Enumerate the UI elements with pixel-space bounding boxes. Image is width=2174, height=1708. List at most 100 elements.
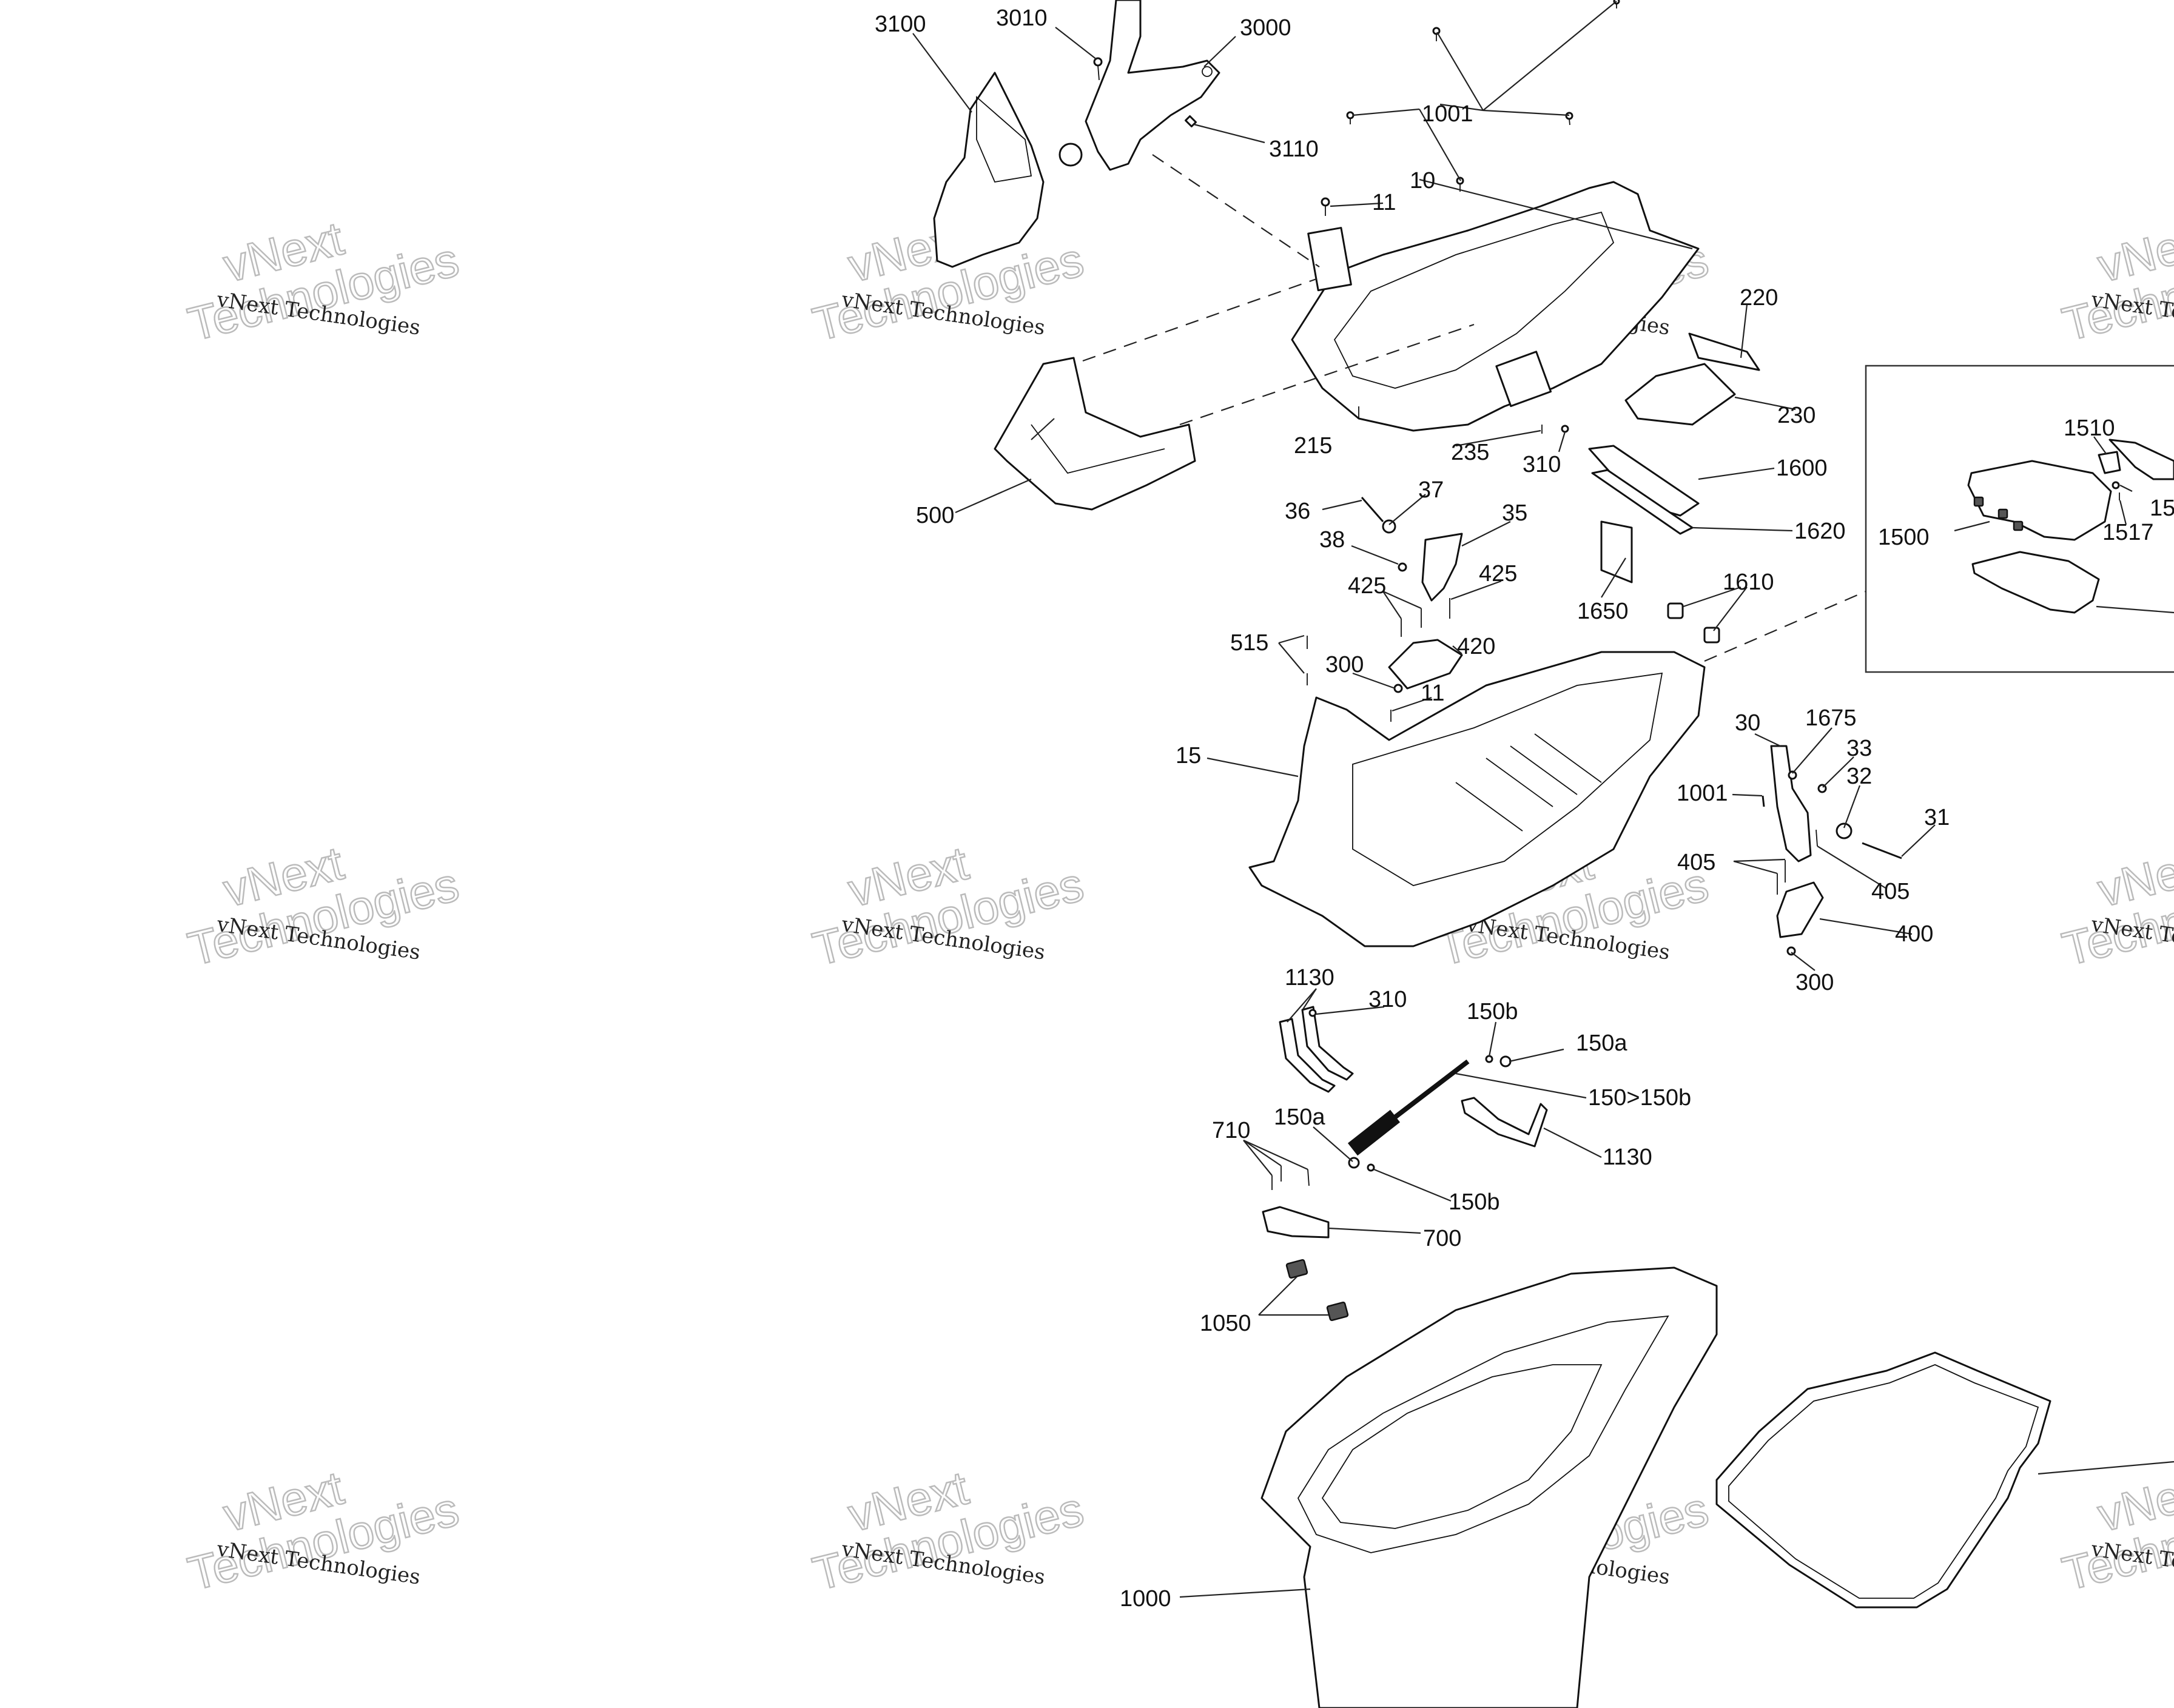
part-36-pin[interactable]: [1361, 497, 1384, 522]
callout-33[interactable]: 33: [1846, 736, 1872, 761]
callout-310-top[interactable]: 310: [1523, 452, 1561, 477]
callout-1001-right[interactable]: 1001: [1677, 781, 1728, 806]
callout-32[interactable]: 32: [1846, 764, 1872, 789]
callout-220[interactable]: 220: [1740, 285, 1778, 311]
callout-515[interactable]: 515: [1230, 630, 1268, 656]
callout-11-top[interactable]: 11: [1372, 190, 1396, 215]
part-3110-pin[interactable]: [1185, 115, 1197, 127]
part-11-screw[interactable]: [1321, 197, 1330, 216]
part-37-spring[interactable]: [1382, 519, 1396, 534]
callout-38[interactable]: 38: [1319, 527, 1345, 553]
callout-400[interactable]: 400: [1895, 921, 1933, 947]
callout-15[interactable]: 15: [1176, 743, 1201, 768]
callout-150a-top[interactable]: 150a: [1576, 1031, 1627, 1056]
callout-150b-top[interactable]: 150b: [1467, 999, 1518, 1024]
part-1675-washer[interactable]: [1788, 770, 1797, 780]
part-38-nut[interactable]: [1398, 562, 1407, 572]
part-1000-gasket[interactable]: [1715, 1351, 2051, 1609]
part-32-spring[interactable]: [1836, 822, 1853, 839]
part-1610-clips[interactable]: [1667, 602, 1720, 644]
part-150b-ring-b[interactable]: [1367, 1163, 1375, 1172]
callout-1130-right[interactable]: 1130: [1603, 1145, 1652, 1170]
part-1001-screws[interactable]: [1346, 0, 1620, 192]
part-1650-filter[interactable]: [1600, 520, 1633, 583]
part-420-latch-housing[interactable]: [1388, 639, 1463, 690]
part-3100-side-panel[interactable]: [933, 72, 1045, 268]
callout-1000[interactable]: 1000: [1120, 1586, 1171, 1612]
callout-405-left[interactable]: 405: [1677, 850, 1715, 875]
callout-1650[interactable]: 1650: [1577, 599, 1629, 624]
callout-425-left[interactable]: 425: [1348, 573, 1386, 599]
callout-230[interactable]: 230: [1777, 403, 1816, 428]
part-1130-strap-b[interactable]: [1301, 1006, 1354, 1081]
callout-3000[interactable]: 3000: [1240, 15, 1291, 41]
callout-1675[interactable]: 1675: [1805, 705, 1857, 731]
callout-1050[interactable]: 1050: [1200, 1311, 1251, 1336]
part-1130-strap-a[interactable]: [1279, 1018, 1336, 1093]
part-150-gas-strut[interactable]: [1347, 1059, 1470, 1156]
part-30-hinge-arm[interactable]: [1770, 745, 1812, 862]
callout-215[interactable]: 215: [1294, 433, 1332, 459]
callout-420[interactable]: 420: [1457, 634, 1495, 659]
part-310-nut-b[interactable]: [1308, 1009, 1317, 1017]
part-3010-screw[interactable]: [1093, 57, 1103, 81]
part-700-bracket[interactable]: [1262, 1206, 1330, 1239]
part-3000-bracket[interactable]: [1085, 0, 1220, 171]
callout-11-mid[interactable]: 11: [1421, 681, 1444, 706]
callout-1600[interactable]: 1600: [1776, 456, 1828, 481]
part-710-screws[interactable]: [1271, 1166, 1310, 1190]
callout-710[interactable]: 710: [1212, 1118, 1250, 1143]
callout-300-right[interactable]: 300: [1795, 970, 1834, 995]
callout-37[interactable]: 37: [1418, 477, 1444, 503]
part-150a-end-a[interactable]: [1499, 1055, 1512, 1068]
callout-15x-clipped[interactable]: 15: [2150, 496, 2174, 521]
part-10-upper-frame[interactable]: [1291, 181, 1700, 432]
part-425-screws[interactable]: [1401, 598, 1450, 637]
part-1130-strap-c[interactable]: [1461, 1097, 1548, 1148]
callout-10[interactable]: 10: [1410, 168, 1435, 193]
callout-310-mid[interactable]: 310: [1368, 987, 1407, 1012]
callout-1001-top[interactable]: 1001: [1422, 101, 1473, 127]
part-1001-screw-b[interactable]: [1762, 795, 1765, 807]
callout-1620[interactable]: 1620: [1794, 519, 1846, 544]
part-220-insert[interactable]: [1688, 332, 1760, 371]
callout-3100[interactable]: 3100: [875, 12, 926, 37]
part-35-latch[interactable]: [1421, 533, 1463, 602]
callout-425-right[interactable]: 425: [1479, 561, 1517, 587]
callout-3010[interactable]: 3010: [996, 5, 1048, 31]
part-1050-clips[interactable]: [1285, 1259, 1349, 1322]
callout-700[interactable]: 700: [1423, 1226, 1461, 1251]
callout-150b-bottom[interactable]: 150b: [1449, 1189, 1500, 1215]
part-31-pin[interactable]: [1862, 842, 1902, 859]
part-1500-seal[interactable]: [1971, 551, 2100, 614]
part-1515-nut[interactable]: [2112, 481, 2120, 489]
callout-235[interactable]: 235: [1451, 440, 1489, 465]
callout-300-top[interactable]: 300: [1325, 652, 1364, 677]
callout-30[interactable]: 30: [1735, 710, 1760, 736]
callout-36[interactable]: 36: [1285, 499, 1310, 524]
callout-1130-top[interactable]: 1130: [1285, 965, 1334, 990]
part-1500-lid[interactable]: [1967, 460, 2112, 541]
part-300-nut[interactable]: [1393, 684, 1403, 693]
callout-31[interactable]: 31: [1924, 805, 1950, 830]
callout-500[interactable]: 500: [916, 503, 954, 528]
part-150b-ring-a[interactable]: [1485, 1055, 1493, 1063]
callout-35[interactable]: 35: [1502, 500, 1527, 526]
callout-150a-bottom[interactable]: 150a: [1274, 1104, 1325, 1130]
part-400-hinge-base[interactable]: [1776, 881, 1824, 938]
part-405-screws[interactable]: [1777, 829, 1818, 895]
callout-1517[interactable]: 1517: [2102, 520, 2154, 545]
callout-405-right[interactable]: 405: [1871, 879, 1910, 904]
callout-1610[interactable]: 1610: [1723, 570, 1774, 595]
part-310-nut[interactable]: [1561, 425, 1569, 433]
part-500-front-cover[interactable]: [994, 357, 1196, 511]
part-1000-lower-tub[interactable]: [1260, 1266, 1718, 1708]
part-15-storage-tub[interactable]: [1248, 651, 1706, 947]
callout-1500[interactable]: 1500: [1878, 525, 1930, 550]
callout-1510[interactable]: 1510: [2064, 415, 2115, 441]
watermark: vNext Technologies vNext Technologies: [2056, 210, 2174, 352]
part-230-cover[interactable]: [1624, 363, 1736, 426]
part-1510-latch[interactable]: [2098, 451, 2121, 474]
callout-150-strut[interactable]: 150>150b: [1588, 1085, 1691, 1111]
callout-3110[interactable]: 3110: [1269, 136, 1319, 162]
